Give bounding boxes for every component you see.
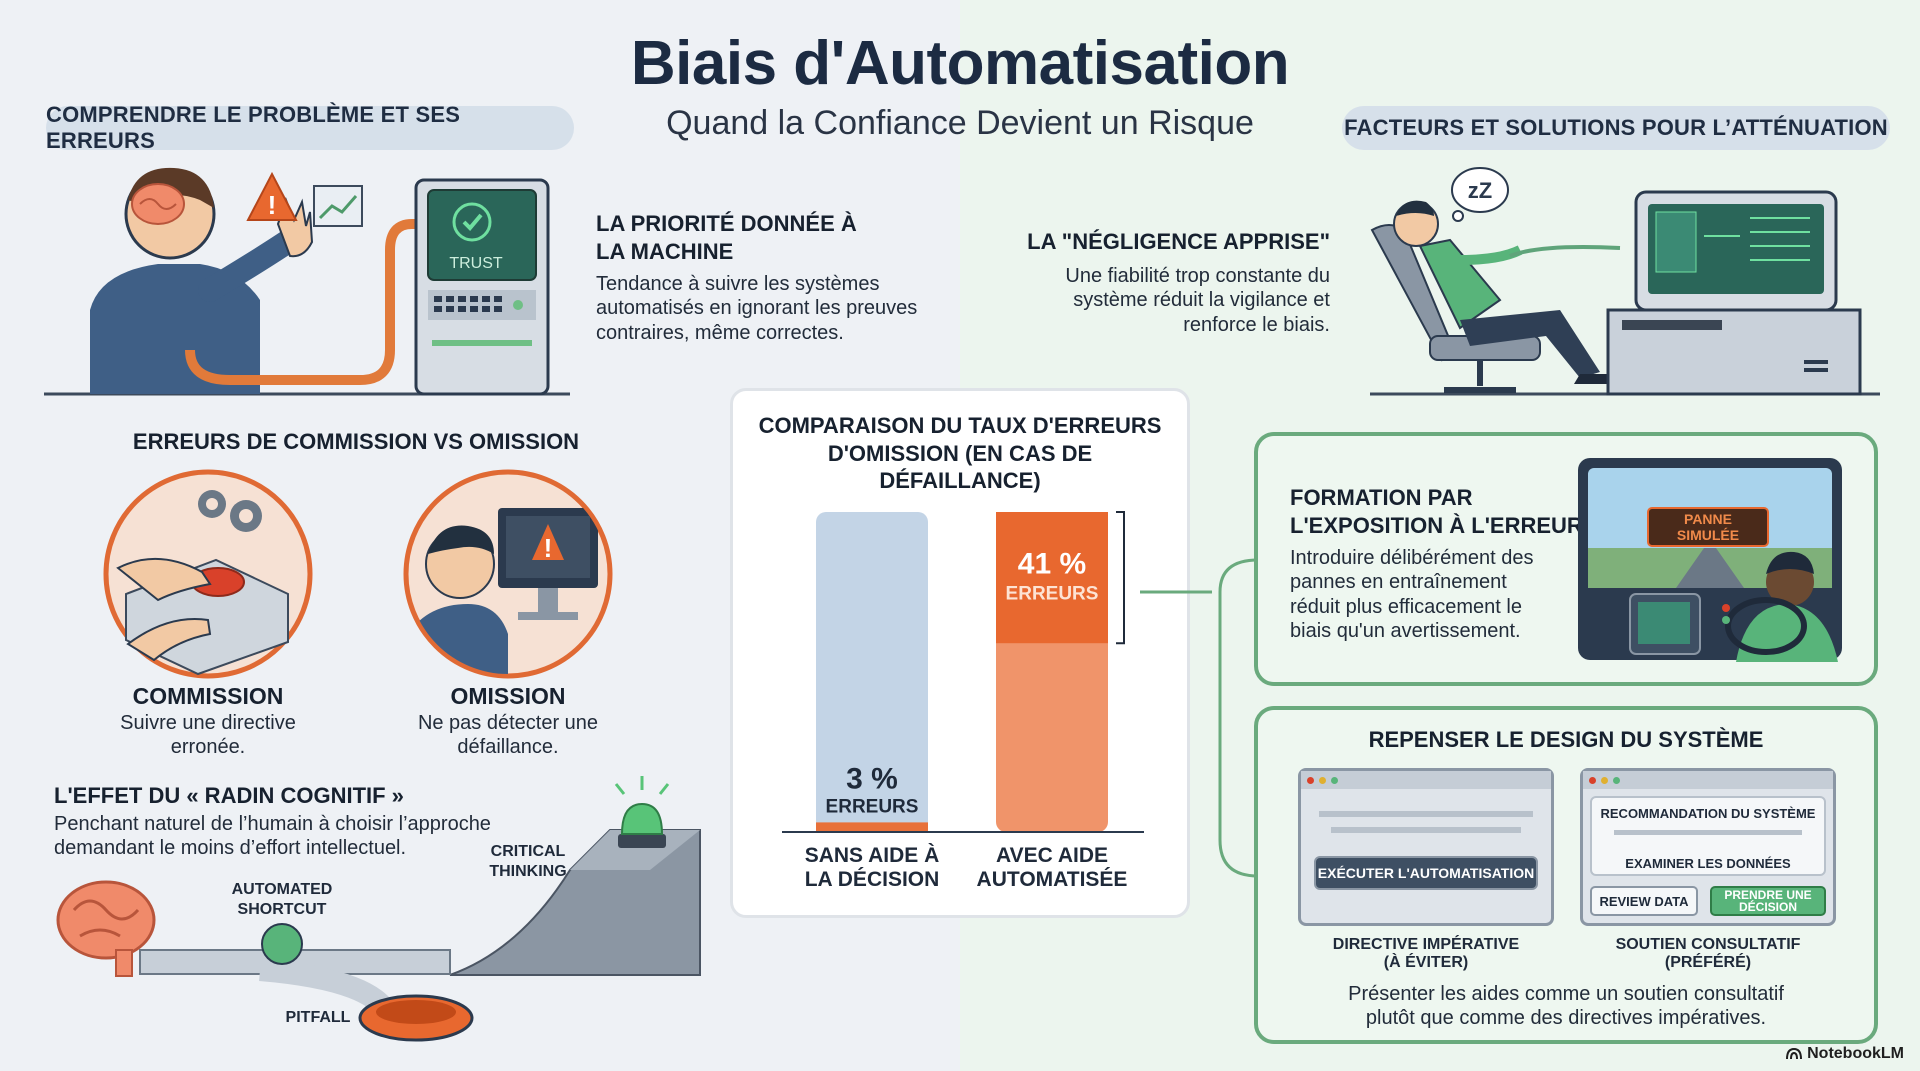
design-heading: REPENSER LE DESIGN DU SYSTÈME [1368, 727, 1764, 752]
connector-lines [1140, 558, 1259, 878]
errors-heading: ERREURS DE COMMISSION VS OMISSION [132, 429, 580, 454]
sleep-bubble-icon: zZ [1451, 167, 1509, 222]
category-label-sans-aide-2: LA DÉCISION [805, 868, 940, 891]
bar-avec-aide-value-label: 41 % [1018, 548, 1086, 581]
priority-text: Tendance à suivre les systèmes automatis… [596, 273, 918, 344]
check-icon [452, 202, 492, 242]
sleep-text: zZ [1468, 178, 1492, 203]
recommendation-line [1614, 830, 1802, 835]
svg-text:!: ! [544, 533, 553, 563]
examine-data-label: EXAMINER LES DONNÉES [1625, 856, 1791, 871]
page-subtitle: Quand la Confiance Devient un Risque [666, 104, 1254, 142]
commission-block: COMMISSION Suivre une directive erronée. [120, 683, 296, 759]
omission-illustration: ! [403, 469, 613, 679]
miser-text: Penchant naturel de l’humain à choisir l… [54, 813, 491, 860]
bar-sans-aide-value [816, 822, 928, 832]
console-monitor [1606, 190, 1862, 396]
pitfall-label: PITFALL [286, 1009, 351, 1026]
review-data-button[interactable]: REVIEW DATA [1590, 886, 1698, 916]
notebooklm-icon [1786, 1047, 1803, 1060]
brain-icon [56, 880, 156, 977]
svg-text:!: ! [268, 190, 277, 220]
simulator-illustration: PANNE SIMULÉE [1578, 458, 1842, 662]
machine-priority-illustration: ! TRUST [44, 167, 570, 396]
left-section-pill: COMPRENDRE LE PROBLÈME ET SES ERREURS [46, 102, 574, 153]
pressing-hand [116, 558, 212, 602]
cognitive-miser-illustration: CRITICAL THINKING AUTOMATED SHORTCUT PIT… [56, 776, 701, 1042]
imperative-caption: DIRECTIVE IMPÉRATIVE (À ÉVITER) [1332, 936, 1520, 971]
category-label-sans-aide-1: SANS AIDE À [805, 844, 940, 867]
warning-icon: ! [532, 524, 564, 563]
shortcut-ball [261, 923, 303, 965]
chart-card [730, 388, 1190, 918]
notebooklm-logo: NotebookLM [1785, 1045, 1904, 1063]
negligence-text: Une fiabilité trop constante du système … [1065, 265, 1330, 336]
recommendation-header: RECOMMANDATION DU SYSTÈME [1600, 806, 1816, 821]
commission-illustration [103, 469, 313, 679]
omission-block: OMISSION Ne pas détecter une défaillance… [417, 683, 599, 759]
execute-automation-button[interactable]: EXÉCUTER L'AUTOMATISATION [1314, 856, 1538, 890]
bar-avec-aide-sub-label: ERREURS [1006, 584, 1099, 605]
recommendation-panel [1590, 796, 1826, 876]
trust-terminal [414, 178, 550, 396]
steering-wheel-icon [1725, 597, 1807, 655]
shortcut-label-1: AUTOMATED [232, 881, 333, 898]
panne-sign [1647, 507, 1769, 547]
chart-title: COMPARAISON DU TAUX D'ERREURS D'OMISSION… [758, 413, 1162, 493]
miser-heading: L'EFFET DU « RADIN COGNITIF » [54, 783, 404, 808]
bar-sans-aide-value-label: 3 % [846, 762, 898, 795]
training-heading: FORMATION PAR L'EXPOSITION À L'ERREUR [1290, 485, 1583, 538]
category-label-avec-aide-1: AVEC AIDE [996, 844, 1108, 867]
category-label-avec-aide-2: AUTOMATISÉE [977, 868, 1128, 891]
make-decision-button[interactable]: PRENDRE UNE DÉCISION [1710, 886, 1826, 916]
critical-label-2: THINKING [489, 863, 566, 880]
warning-icon: ! [246, 171, 298, 221]
priority-heading: LA PRIORITÉ DONNÉE À LA MACHINE [596, 211, 857, 264]
right-section-pill: FACTEURS ET SOLUTIONS POUR L’ATTÉNUATION [1342, 106, 1890, 150]
brain-icon [131, 183, 185, 225]
negligence-heading: LA "NÉGLIGENCE APPRISE" [1027, 229, 1330, 254]
panne-sign-line1: PANNE [1684, 511, 1732, 527]
beacon-icon [614, 776, 670, 848]
shortcut-label-2: SHORTCUT [238, 901, 327, 918]
bracket-mark [1116, 511, 1125, 645]
gears-icon [198, 490, 262, 532]
imperative-window [1298, 768, 1554, 926]
panne-sign-line2: SIMULÉE [1677, 527, 1739, 543]
critical-label-1: CRITICAL [491, 843, 566, 860]
page-title: Biais d'Automatisation [630, 29, 1290, 98]
error-rate-chart: 3 % ERREURS 41 % ERREURS SANS AIDE À LA … [782, 511, 1144, 891]
bar-avec-aide-value [996, 512, 1108, 644]
training-text: Introduire délibérément des pannes en en… [1290, 547, 1534, 643]
trust-label: TRUST [449, 255, 503, 272]
learned-negligence-illustration: zZ [1370, 167, 1880, 396]
consultative-caption: SOUTIEN CONSULTATIF (PRÉFÉRÉ) [1615, 936, 1801, 971]
design-footer-text: Présenter les aides comme un soutien con… [1348, 983, 1784, 1030]
bar-sans-aide-background [816, 512, 928, 832]
data-cable [185, 219, 438, 385]
chart-icon [313, 185, 363, 227]
bar-sans-aide-sub-label: ERREURS [826, 796, 919, 817]
